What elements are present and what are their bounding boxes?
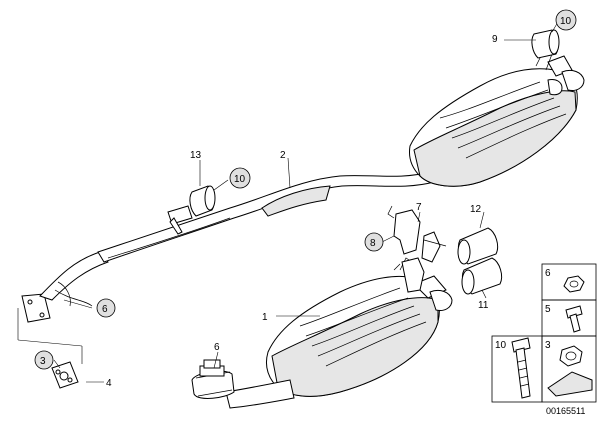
circled-callout-3: 3 (34, 350, 54, 370)
clamp-6 (191, 359, 235, 399)
callout-7: 7 (416, 202, 422, 213)
callout-1: 1 (262, 312, 268, 323)
callout-labels: 1 2 4 6 6 7 9 11 12 13 (106, 34, 551, 389)
hanger-rubber-9 (531, 29, 560, 59)
circled-callout-6: 6 (96, 298, 116, 318)
callout-6-panel: 6 (545, 268, 551, 279)
center-pipe (97, 171, 435, 263)
bracket-7 (387, 205, 447, 263)
short-bolt-icon (565, 305, 583, 333)
panel-label-3: 3 (545, 340, 551, 351)
svg-text:10: 10 (234, 174, 246, 185)
rear-silencer (409, 49, 585, 187)
flange-nut-icon (563, 275, 585, 293)
callout-12: 12 (470, 204, 482, 215)
circled-callout-10-center: 10 (229, 167, 251, 189)
svg-text:8: 8 (370, 238, 376, 249)
svg-text:10: 10 (560, 16, 572, 27)
callout-2: 2 (280, 150, 286, 161)
callout-11: 11 (478, 300, 489, 311)
callout-6-clamp: 6 (214, 342, 220, 353)
pipe-sleeve-11 (461, 257, 503, 295)
long-bolt-icon (511, 337, 531, 399)
circled-callout-10-top: 10 (555, 9, 577, 31)
leader-lines (17, 21, 559, 383)
pipe-sleeve-12 (457, 227, 499, 265)
hardware-panel: 5 3 10 00165511 (491, 263, 597, 416)
hanger-rubber-13 (189, 185, 216, 217)
front-pipe-flange (21, 251, 109, 323)
front-silencer (225, 257, 453, 409)
svg-text:6: 6 (102, 304, 108, 315)
bracket-lower (393, 257, 425, 293)
callout-9: 9 (492, 34, 498, 45)
tool-shim-icon (547, 371, 593, 397)
gasket-4 (51, 361, 79, 389)
catalog-number: 00165511 (546, 406, 585, 416)
callout-13: 13 (190, 150, 202, 161)
circled-callout-8: 8 (364, 232, 384, 252)
panel-label-5: 5 (545, 304, 551, 315)
callout-4: 4 (106, 378, 112, 389)
svg-text:3: 3 (40, 356, 46, 367)
hex-nut-icon (559, 345, 583, 367)
panel-label-10: 10 (495, 340, 507, 351)
